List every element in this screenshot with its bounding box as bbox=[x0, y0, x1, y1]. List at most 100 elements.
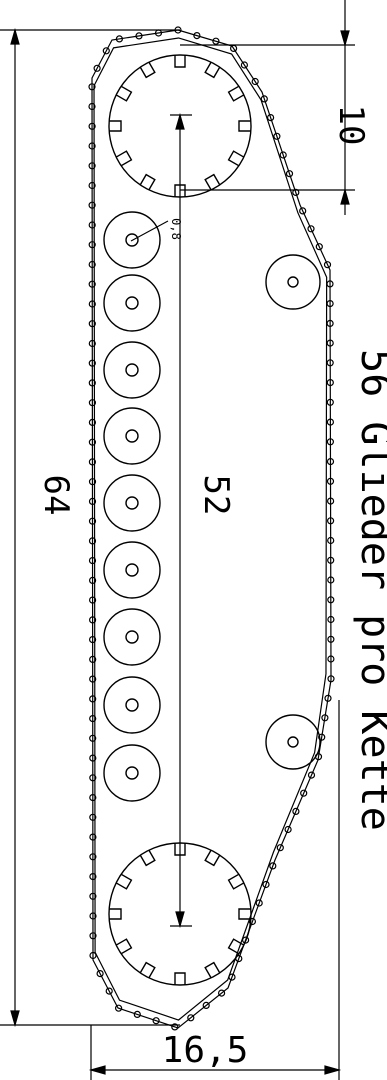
axle-hole bbox=[125, 429, 139, 443]
track-pin bbox=[89, 774, 97, 782]
track-pin bbox=[88, 616, 97, 624]
track-pin bbox=[307, 225, 315, 233]
track-pin bbox=[88, 102, 96, 111]
track-pin bbox=[89, 932, 97, 940]
track-pin bbox=[326, 300, 334, 308]
track-pin bbox=[135, 32, 143, 40]
road-wheel bbox=[103, 541, 161, 599]
sprocket-tooth bbox=[139, 961, 156, 979]
track-pin bbox=[326, 339, 334, 347]
return-rollers bbox=[265, 254, 321, 770]
track-pin bbox=[251, 77, 259, 86]
track-pin bbox=[88, 221, 96, 229]
track-pin bbox=[152, 1017, 160, 1025]
track-inner-edge bbox=[93, 37, 328, 1021]
width-label: 16,5 bbox=[162, 1030, 249, 1071]
track-pin bbox=[318, 733, 326, 741]
axle-hole bbox=[125, 563, 139, 577]
sprocket-tooth bbox=[238, 908, 251, 920]
sprocket-tooth bbox=[227, 873, 245, 890]
road-wheel bbox=[103, 407, 161, 465]
track-pin bbox=[327, 615, 335, 624]
track-pin bbox=[299, 207, 307, 215]
axle-hole bbox=[125, 630, 139, 644]
track-pin bbox=[89, 695, 97, 703]
track-pin bbox=[327, 536, 335, 545]
track-pin bbox=[89, 675, 97, 683]
track-pin bbox=[228, 973, 236, 981]
track-pin bbox=[88, 280, 96, 288]
track-pin bbox=[89, 853, 97, 861]
axle-hole bbox=[125, 766, 139, 780]
track-pin bbox=[89, 912, 97, 920]
sprocket-tooth bbox=[115, 873, 133, 890]
height-offset-label: 10 bbox=[331, 105, 371, 146]
track-pin bbox=[323, 261, 332, 269]
track-pin bbox=[171, 1023, 179, 1031]
track-pin bbox=[89, 951, 97, 960]
track-pin bbox=[88, 83, 96, 91]
track-pin bbox=[326, 418, 334, 426]
sprocket-tooth bbox=[227, 938, 245, 955]
sprocket-tooth bbox=[204, 961, 221, 979]
dimension-wheel-spacing bbox=[170, 112, 192, 929]
track-pin bbox=[326, 359, 334, 367]
axle-hole bbox=[287, 736, 299, 748]
track-pin bbox=[114, 1004, 123, 1012]
sprocket-tooth bbox=[204, 173, 221, 191]
track-pin bbox=[96, 969, 104, 978]
track-pin bbox=[242, 936, 250, 944]
track-pin bbox=[300, 789, 308, 797]
road-wheel bbox=[103, 211, 161, 269]
axle-hole bbox=[125, 363, 139, 377]
sprocket-tooth bbox=[174, 972, 186, 985]
track-pin bbox=[88, 556, 97, 565]
dimension-width bbox=[88, 700, 342, 1080]
track-pin bbox=[326, 477, 335, 485]
track-pin bbox=[88, 339, 96, 348]
track-pin bbox=[89, 813, 97, 821]
track-pin bbox=[284, 825, 292, 834]
sprocket-tooth bbox=[115, 150, 133, 167]
track-pin bbox=[193, 31, 201, 40]
sprocket-tooth bbox=[115, 938, 133, 955]
road-wheel bbox=[103, 341, 161, 399]
road-wheel bbox=[103, 274, 161, 332]
dimension-height-offset bbox=[180, 0, 355, 215]
return-roller bbox=[265, 714, 321, 770]
track-pin bbox=[248, 917, 256, 926]
track-pin bbox=[292, 807, 300, 816]
track-pin bbox=[88, 300, 96, 308]
dimension-overall-length bbox=[0, 27, 180, 1028]
track-pin bbox=[88, 418, 97, 426]
track-pin bbox=[133, 1010, 141, 1019]
track-pin bbox=[321, 714, 329, 722]
track-pin bbox=[269, 862, 277, 870]
track-pin bbox=[88, 181, 96, 190]
road-wheel bbox=[103, 676, 161, 734]
sprocket-tooth bbox=[204, 61, 221, 79]
track-pin bbox=[89, 734, 97, 742]
track-pin bbox=[327, 675, 335, 683]
track-outer-edge bbox=[91, 29, 332, 1029]
track-pin bbox=[327, 655, 335, 663]
track-pin bbox=[88, 162, 96, 170]
track-pin bbox=[187, 1014, 195, 1022]
track-pin bbox=[88, 201, 96, 209]
track-pin bbox=[326, 280, 334, 288]
track-pin bbox=[326, 458, 335, 466]
sprocket-tooth bbox=[109, 908, 122, 920]
track-pin bbox=[89, 714, 97, 723]
track-pin bbox=[267, 113, 275, 122]
sprocket-tooth bbox=[227, 150, 245, 167]
pin-diameter-label: 0,8 bbox=[169, 218, 183, 240]
sprocket-tooth bbox=[139, 849, 156, 867]
track-pin bbox=[327, 497, 335, 505]
track-pin bbox=[88, 379, 96, 387]
track-pin bbox=[326, 379, 334, 387]
track-pin bbox=[327, 576, 335, 584]
road-wheel bbox=[103, 474, 161, 532]
sprocket-tooth bbox=[139, 173, 156, 191]
track-pin bbox=[240, 61, 248, 69]
track-pin bbox=[115, 35, 124, 43]
